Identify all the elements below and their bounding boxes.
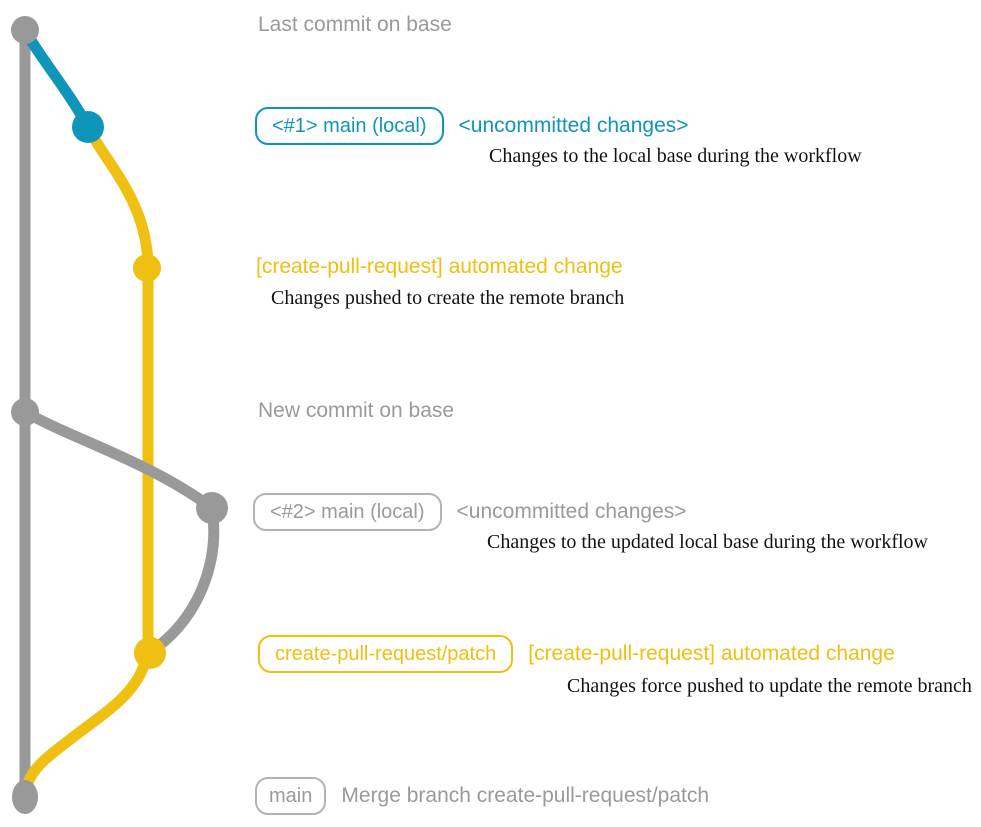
new-commit-label: New commit on base: [258, 399, 455, 422]
branch2-heading: <uncommitted changes>: [456, 500, 687, 523]
branch2-row: <#2> main (local) <uncommitted changes>: [253, 493, 687, 531]
commit-dot-push-1: [133, 254, 161, 282]
branch1-description: Changes to the local base during the wor…: [489, 145, 862, 167]
push2-badge: create-pull-request/patch: [258, 635, 514, 673]
last-commit-label: Last commit on base: [258, 13, 452, 36]
commit-dot-base-top: [11, 16, 39, 44]
push2-description: Changes force pushed to update the remot…: [567, 675, 972, 697]
branch2-description: Changes to the updated local base during…: [487, 531, 928, 553]
commit-dot-push-2: [134, 637, 166, 669]
commit-dot-local-2: [196, 492, 228, 524]
push2-row: create-pull-request/patch [create-pull-r…: [258, 635, 895, 673]
merge-badge: main: [255, 777, 327, 815]
merge-row: main Merge branch create-pull-request/pa…: [255, 777, 709, 815]
branch1-heading: <uncommitted changes>: [458, 114, 689, 137]
commit-dot-base-new: [11, 398, 39, 426]
local-changes-branch-teal: [19, 24, 94, 133]
push1-description: Changes pushed to create the remote bran…: [271, 287, 625, 309]
commit-dot-local-1: [72, 111, 104, 143]
merge-label: Merge branch create-pull-request/patch: [341, 784, 710, 807]
branch1-badge: <#1> main (local): [255, 107, 444, 145]
push2-heading: [create-pull-request] automated change: [528, 642, 895, 665]
branch2-badge: <#2> main (local): [253, 493, 442, 531]
git-graph: [11, 16, 228, 814]
branch1-row: <#1> main (local) <uncommitted changes>: [255, 107, 689, 145]
push1-heading: [create-pull-request] automated change: [256, 255, 623, 278]
updated-local-branch-gray: [19, 406, 220, 654]
commit-dot-merge: [12, 780, 38, 814]
pull-request-branch-yellow: [20, 121, 154, 796]
